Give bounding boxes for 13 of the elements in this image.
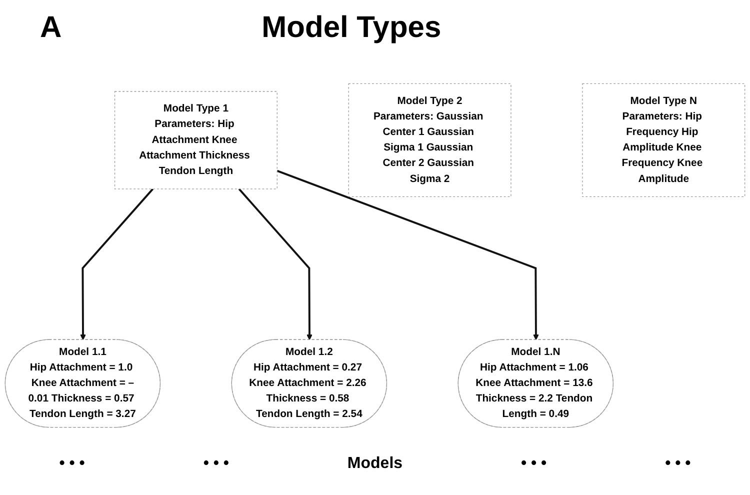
ellipsis-mark: • • • xyxy=(203,455,230,473)
ellipsis-mark: • • • xyxy=(520,455,547,473)
ellipsis-mark: • • • xyxy=(59,455,85,473)
node-box: Model Type 1 Parameters: Hip Attachment Knee Attachment Thickness Tendon Length xyxy=(114,91,278,190)
arrow xyxy=(80,188,154,340)
panel-letter: A xyxy=(40,11,62,45)
node-box: Model Type 2 Parameters: Gaussian Center 1 Gaussian Sigma 1 Gaussian Center 2 Gaussian Sigma 2 xyxy=(348,83,512,198)
node-box: Model Type N Parameters: Hip Frequency Hip Amplitude Knee Frequency Knee Amplitude xyxy=(582,83,746,198)
ellipsis-mark: • • • xyxy=(665,455,691,473)
arrow xyxy=(238,188,312,340)
diagram-title: Model Types xyxy=(262,11,442,45)
section-heading: Models xyxy=(347,455,403,473)
arrow xyxy=(276,170,539,340)
